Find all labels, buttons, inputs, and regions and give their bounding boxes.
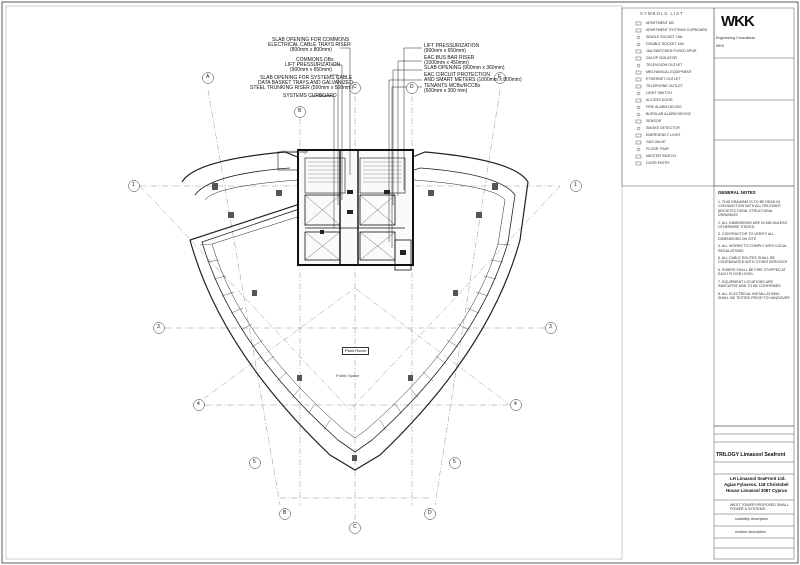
callout-slab-commons-1: SLAB OPENING FOR COMMONS — [272, 37, 350, 43]
legend-item: ETHERNET OUTLET — [646, 77, 681, 81]
callout-systems-cupboard: SYSTEMS CUPBOARD — [283, 93, 337, 99]
company-logo: WKK — [721, 13, 755, 30]
grid-label-3-right: 3 — [549, 324, 552, 330]
client-line1: LH Limassol SeaFront Ltd. — [730, 476, 786, 481]
callout-lift-press-left-1: LIFT PRESSURIZATION — [285, 62, 341, 68]
callout-tenants-mcbs-2: (600mm x 300 mm) — [424, 88, 468, 94]
legend-item: DOUBLE SOCKET 16A — [646, 42, 684, 46]
legend-symbols — [635, 21, 642, 166]
room-label-utility: Utility & Drainage — [280, 150, 308, 154]
callout-eac-busbar-2: (1000mm x 450mm) — [424, 60, 469, 66]
notes-list: 1. THIS DRAWING IS TO BE READ IN CONJUNC… — [718, 200, 791, 303]
callout-slab-commons-2: ELECTRICAL CABLE TRAYS RISER — [268, 42, 351, 48]
client-line2: Agias Fylaxeos, 118 Christobel — [724, 482, 789, 487]
grid-label-c-top: C — [353, 84, 357, 90]
legend-item: TELEVISION OUTLET — [646, 63, 683, 67]
legend-item: EMERGENCY LIGHT — [646, 133, 681, 137]
note-item: 4. ALL WORKS TO COMPLY WITH LOCAL REGULA… — [718, 244, 788, 253]
callout-commons-dbs: COMMONS DBs — [296, 57, 334, 63]
project-title: TRILOGY Limassol Seafront — [716, 452, 786, 458]
grid-lines — [139, 85, 561, 520]
legend-item: APARTMENT SYSTEMS CUPBOARD — [646, 28, 708, 32]
company-stamp: Engineering Consultants — [716, 36, 756, 40]
grid-label-5-right: 5 — [453, 459, 456, 465]
drawing-frame — [5, 5, 623, 560]
room-label-public: Public Space — [336, 373, 360, 378]
callout-eac-busbar-1: EAC BUS BAR RISER — [424, 55, 475, 61]
callout-eac-protection-2: AND SMART METERS (1000mm x 800mm) — [424, 77, 522, 83]
legend-title: SYMBOLS LIST — [640, 11, 684, 16]
building-core — [277, 149, 414, 271]
grid-label-e-top: E — [498, 74, 502, 80]
drawing-title: WEST TOWER PROPOSED SMALL POWER & SYSTEM… — [730, 503, 789, 512]
callout-slab-commons-3: (800mm x 800mm) — [290, 47, 332, 53]
legend-item: TELEPHONE OUTLET — [646, 84, 683, 88]
notes-title: GENERAL NOTES — [718, 190, 756, 195]
callout-lift-press-right-2: (900mm x 650mm) — [424, 48, 466, 54]
grid-bubbles — [128, 72, 582, 534]
logo-mark — [720, 14, 758, 32]
legend-item: DOOR ENTRY — [646, 161, 670, 165]
legend-list: APARTMENT DB APARTMENT SYSTEMS CUPBOARD SI… — [646, 21, 712, 168]
legend-item: LIGHT SWITCH — [646, 91, 672, 95]
legend-item: 16A SWITCHED FUSED SPUR — [646, 49, 697, 53]
legend-item: ACCESS DOOR — [646, 98, 673, 102]
suitability-description: suitability description — [735, 517, 769, 521]
grid-label-b-bottom: B — [283, 510, 287, 516]
grid-label-d-top: D — [410, 84, 414, 90]
legend-item: FIRE ALARM DEVICE — [646, 105, 682, 109]
callout-slab-opening: SLAB OPENING (900mm x 360mm) — [424, 65, 505, 71]
callout-systems-cable-2: DATA BASKET TRAYS AND GALVANIZED — [258, 80, 353, 86]
callout-systems-cable-3: STEEL TRUNKING RISER (500mm x 500mm) — [250, 85, 354, 91]
note-item: 1. THIS DRAWING IS TO BE READ IN CONJUNC… — [718, 200, 782, 218]
legend-item: GAS VALVE — [646, 140, 666, 144]
structural-columns — [212, 183, 498, 461]
legend-item: BURGLAR ALARM DEVICE — [646, 112, 691, 116]
note-item: 3. CONTRACTOR TO VERIFY ALL DIMENSIONS O… — [718, 232, 775, 241]
legend-item: FLOOR TRAP — [646, 147, 669, 151]
grid-label-4-right: 4 — [514, 401, 517, 407]
legend-item: SMOKE DETECTOR — [646, 126, 680, 130]
legend-item: SINGLE SOCKET 16A — [646, 35, 683, 39]
client-line3: House Limassol 3087 Cyprus — [726, 488, 788, 493]
grid-label-a-top: A — [206, 74, 210, 80]
callout-leaders-left — [310, 47, 351, 228]
titleblock-frame — [713, 185, 795, 560]
callout-lift-press-right-1: LIFT PRESSURIZATION — [424, 43, 480, 49]
legend-item: SENSOR — [646, 119, 662, 123]
grid-label-3-left: 3 — [157, 324, 160, 330]
grid-label-1-right: 1 — [574, 182, 577, 188]
callout-tenants-mcbs-1: TENANTS MCBs/RCCBs — [424, 83, 481, 89]
legend-item: 20A DP ISOLATOR — [646, 56, 677, 60]
callout-eac-protection-1: EAC CIRCUIT PROTECTION — [424, 72, 491, 78]
note-item: 8. ALL ELECTRICAL INSTALLATIONS SHALL BE… — [718, 291, 790, 300]
company-name: WKK — [716, 44, 725, 48]
stair-treads — [308, 161, 402, 183]
note-item: 7. EQUIPMENT LOCATIONS ARE INDICATIVE AN… — [718, 279, 781, 289]
callout-systems-cable-1: SLAB OPENING FOR SYSTEMS CABLE — [260, 75, 353, 81]
legend-item: MASTER SWITCH — [646, 154, 677, 158]
note-item: 5. ALL CABLE ROUTES SHALL BE COORDINATED… — [718, 256, 788, 265]
grid-label-d-bottom: D — [428, 510, 432, 516]
grid-label-c-bottom: C — [353, 524, 357, 530]
room-label-plant: Plant Room — [342, 347, 369, 355]
grid-label-5-left: 5 — [253, 459, 256, 465]
grid-label-1-left: 1 — [132, 182, 135, 188]
legend-item: MECHANICAL EQUIPMENT — [646, 70, 692, 74]
revision-description: revision description — [735, 530, 766, 534]
legend-item: APARTMENT DB — [646, 21, 674, 25]
callout-lift-press-left-2: (900mm x 650mm) — [290, 67, 332, 73]
riser-markers — [320, 190, 406, 255]
grid-label-b-top: B — [298, 108, 302, 114]
note-item: 6. RISERS SHALL BE FIRE STOPPED AT EACH … — [718, 267, 786, 277]
grid-label-4-left: 4 — [197, 401, 200, 407]
note-item: 2. ALL DIMENSIONS ARE IN MM UNLESS OTHER… — [718, 220, 787, 230]
balcony-divisions — [199, 243, 511, 431]
